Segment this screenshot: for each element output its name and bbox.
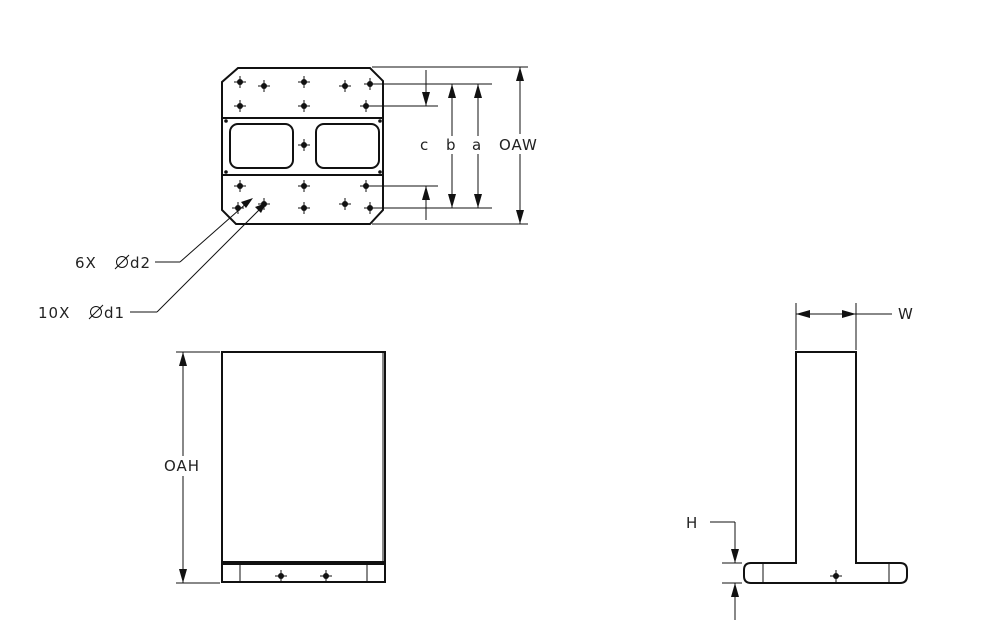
hole-marker: [297, 75, 311, 89]
hole-marker: [338, 79, 352, 93]
callout-d2-count: 6X: [75, 254, 97, 272]
upright-front: [221, 351, 386, 563]
label-mask: [470, 136, 486, 154]
side-view: W H: [686, 303, 914, 620]
dimension-h: [710, 521, 739, 620]
callout-d2: [155, 198, 253, 263]
label-mask: [496, 134, 544, 154]
side-profile: [743, 351, 908, 584]
diameter-symbol-icon: [88, 304, 104, 320]
label-c: c: [420, 136, 429, 154]
dimension-w: [796, 310, 892, 318]
label-h: H: [686, 514, 698, 532]
hole-marker: [297, 99, 311, 113]
label-b: b: [446, 136, 457, 154]
corner-dot: [224, 170, 228, 174]
dimension-c: [422, 70, 430, 220]
label-oah: OAH: [164, 457, 200, 475]
callout-d1-count: 10X: [38, 304, 70, 322]
hole-marker: [338, 197, 352, 211]
callout-d1-diameter: d1: [104, 304, 125, 322]
base-front: [221, 563, 386, 583]
callout-d1: [130, 203, 266, 313]
callout-d2-diameter: d2: [130, 254, 151, 272]
slot-left: [229, 123, 294, 169]
corner-dot: [378, 119, 382, 123]
label-mask: [162, 456, 204, 476]
label-oaw: OAW: [499, 136, 538, 154]
hole-marker: [233, 99, 247, 113]
hole-marker: [297, 201, 311, 215]
label-mask: [444, 136, 460, 154]
corner-dot: [378, 170, 382, 174]
plate-outline: [221, 67, 384, 225]
top-view: c b a OAW 6X d2 10X d1: [38, 66, 544, 322]
hole-marker: [829, 569, 843, 583]
hole-marker: [319, 569, 333, 583]
front-view: OAH: [162, 351, 386, 584]
hole-marker: [233, 75, 247, 89]
hole-marker: [297, 179, 311, 193]
hole-marker: [231, 201, 245, 215]
slot-right: [315, 123, 380, 169]
label-mask: [418, 136, 434, 154]
hole-marker: [359, 179, 373, 193]
hole-marker: [274, 569, 288, 583]
corner-dot: [224, 119, 228, 123]
hole-marker: [359, 99, 373, 113]
hole-marker: [233, 179, 247, 193]
hole-marker: [297, 138, 311, 152]
hole-marker: [257, 79, 271, 93]
label-w: W: [898, 305, 914, 323]
diameter-symbol-icon: [114, 254, 130, 270]
label-a: a: [472, 136, 482, 154]
